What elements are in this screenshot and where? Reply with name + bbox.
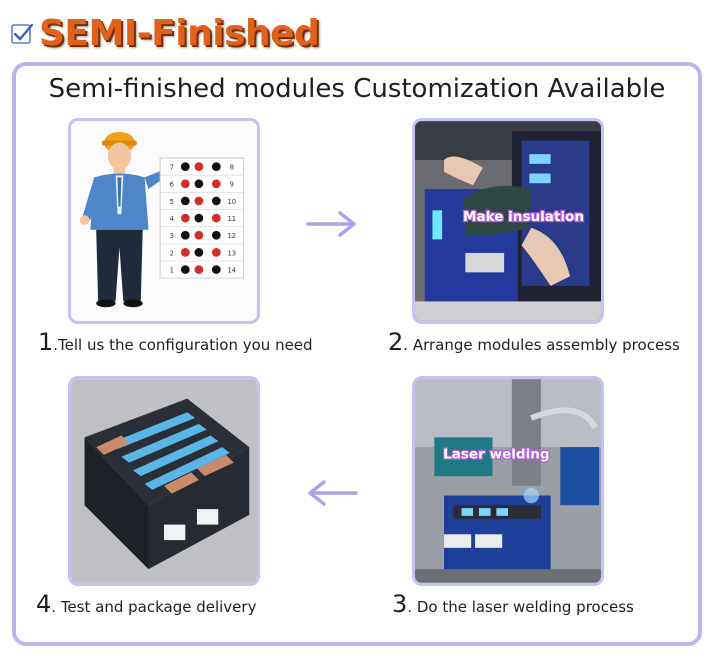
grid-cell-dot (180, 248, 190, 257)
grid-cell-dot (180, 230, 190, 240)
grid-cell-dot (194, 265, 204, 274)
grid-cell-number: 13 (228, 249, 237, 257)
grid-cell-number: 1 (170, 266, 174, 274)
step-2-image: Make insulation (412, 118, 604, 324)
step-2-number: 2 (388, 328, 404, 356)
step-1-image: 7 8 6 9 5 10 4 11 3 12 2 13 1 14 (68, 118, 260, 324)
step-3-text: . Do the laser welding process (407, 598, 634, 616)
grid-cell-dot (194, 162, 204, 171)
grid-cell-dot (194, 179, 204, 189)
grid-cell-dot (211, 196, 221, 206)
grid-cell-number: 12 (228, 232, 237, 240)
step-4-text: . Test and package delivery (51, 598, 257, 616)
step-4-number: 4 (36, 590, 52, 618)
grid-cell-dot (211, 179, 221, 189)
step-4-image (68, 376, 260, 586)
grid-cell-number: 5 (170, 198, 174, 206)
checkbox-icon (11, 23, 34, 44)
arrow-left-icon (308, 480, 358, 506)
grid-cell-dot (180, 162, 190, 171)
laser-welding-label: Laser welding (443, 447, 549, 463)
grid-cell-number: 9 (230, 181, 234, 189)
step-3-image: Laser welding (412, 376, 604, 586)
grid-cell-number: 7 (170, 164, 174, 172)
grid-cell-number: 6 (170, 181, 174, 189)
step-4-caption: 4 . Test and package delivery (36, 590, 256, 618)
main-panel: Semi-finished modules Customization Avai… (12, 62, 702, 646)
grid-cell-dot (211, 248, 221, 257)
step-1-caption: 1 .Tell us the configuration you need (38, 328, 313, 356)
step-2-text: . Arrange modules assembly process (403, 336, 680, 354)
grid-cell-dot (180, 265, 190, 274)
grid-cell-dot (194, 196, 204, 206)
grid-cell-dot (180, 196, 190, 206)
engineer-illustration: 7 8 6 9 5 10 4 11 3 12 2 13 1 14 (79, 131, 244, 308)
grid-cell-dot (180, 179, 190, 189)
panel-title: Semi-finished modules Customization Avai… (48, 74, 666, 104)
grid-cell-dot (180, 213, 190, 223)
grid-cell-dot (211, 265, 221, 274)
laser-welding-photo: Laser welding (415, 379, 601, 583)
grid-cell-number: 4 (170, 215, 174, 223)
grid-cell-dot (194, 213, 204, 223)
grid-cell-dot (194, 248, 204, 257)
step-3-number: 3 (392, 590, 408, 618)
insulation-photo: Make insulation (415, 121, 601, 321)
grid-cell-dot (211, 213, 221, 223)
step-1-text: .Tell us the configuration you need (53, 336, 313, 354)
grid-cell-number: 8 (230, 164, 234, 172)
step-2-caption: 2 . Arrange modules assembly process (388, 328, 680, 356)
page-title: SEMI-Finished (39, 12, 320, 54)
grid-cell-number: 3 (170, 232, 174, 240)
grid-cell-number: 2 (170, 249, 174, 257)
grid-cell-dot (194, 230, 204, 240)
grid-cell-number: 10 (228, 198, 237, 206)
make-insulation-label: Make insulation (463, 209, 584, 225)
grid-cell-dot (211, 162, 221, 171)
step-3-caption: 3 . Do the laser welding process (392, 590, 634, 618)
step-1-number: 1 (38, 328, 54, 356)
arrow-right-icon (306, 211, 356, 237)
header: SEMI-Finished (10, 8, 320, 58)
grid-cell-number: 14 (228, 266, 237, 274)
grid-cell-number: 11 (228, 215, 237, 223)
grid-cell-dot (211, 230, 221, 240)
battery-pack-photo (71, 379, 257, 583)
